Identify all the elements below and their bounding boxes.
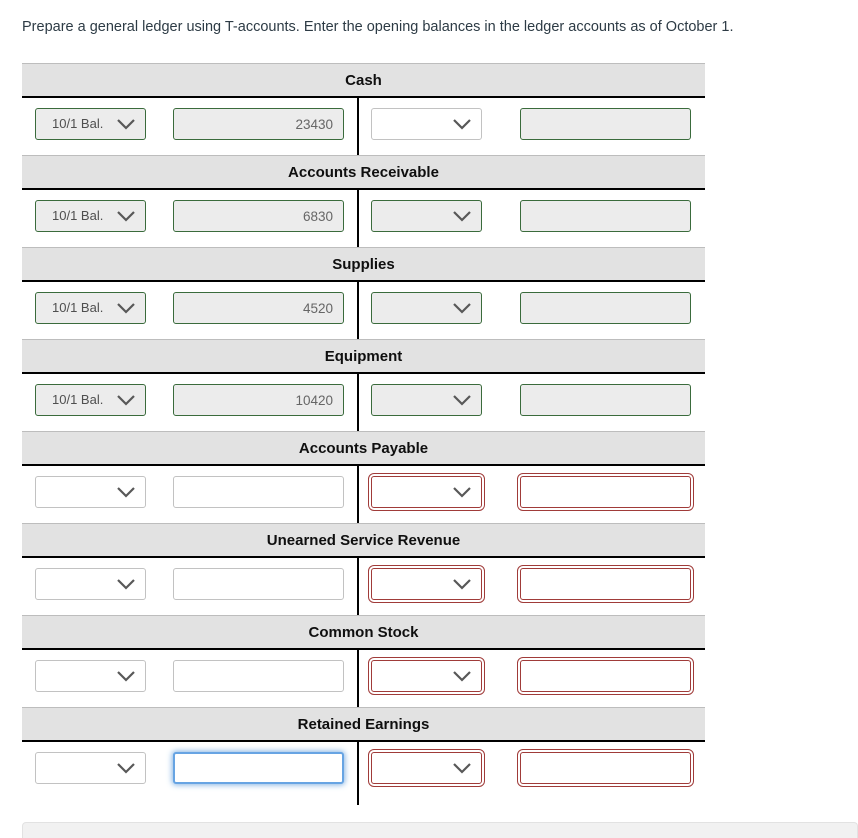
chevron-down-icon: [116, 302, 136, 314]
chevron-down-icon: [116, 394, 136, 406]
dropdown-value: 10/1 Bal.: [52, 116, 104, 131]
chevron-down-icon: [452, 302, 472, 314]
chevron-down-icon: [452, 762, 472, 774]
account-title-retained-earnings: Retained Earnings: [22, 707, 705, 740]
retained-earnings-debit-amount-input[interactable]: [173, 752, 344, 784]
chevron-down-icon: [452, 670, 472, 682]
account-title-accounts-receivable: Accounts Receivable: [22, 155, 705, 188]
t-account-equipment: Equipment 10/1 Bal.: [22, 339, 705, 431]
dropdown-value: 10/1 Bal.: [52, 300, 104, 315]
equipment-credit-amount-input: [520, 384, 691, 416]
dropdown-value: 10/1 Bal.: [52, 392, 104, 407]
unearned-service-revenue-debit-amount-input[interactable]: [173, 568, 344, 600]
chevron-down-icon: [116, 210, 136, 222]
t-account-common-stock: Common Stock: [22, 615, 705, 707]
chevron-down-icon: [116, 118, 136, 130]
t-account-divider: [357, 98, 359, 155]
equipment-debit-date-dropdown: 10/1 Bal.: [35, 384, 146, 416]
account-title-accounts-payable: Accounts Payable: [22, 431, 705, 464]
t-account-unearned-service-revenue: Unearned Service Revenue: [22, 523, 705, 615]
retained-earnings-credit-date-dropdown[interactable]: [368, 749, 485, 787]
accounts-payable-credit-amount-input[interactable]: [517, 473, 694, 511]
unearned-service-revenue-debit-date-dropdown[interactable]: [35, 568, 146, 600]
t-account-divider: [357, 282, 359, 339]
cash-credit-amount-input: [520, 108, 691, 140]
cash-credit-date-dropdown[interactable]: [371, 108, 482, 140]
account-title-unearned-service-revenue: Unearned Service Revenue: [22, 523, 705, 556]
account-title-common-stock: Common Stock: [22, 615, 705, 648]
supplies-debit-amount-input: [173, 292, 344, 324]
t-account-divider: [357, 190, 359, 247]
common-stock-credit-amount-input[interactable]: [517, 657, 694, 695]
chevron-down-icon: [116, 578, 136, 590]
chevron-down-icon: [452, 118, 472, 130]
supplies-debit-date-dropdown: 10/1 Bal.: [35, 292, 146, 324]
t-account-divider: [357, 374, 359, 431]
t-account-divider: [357, 742, 359, 805]
bottom-panel: [22, 822, 858, 838]
t-account-divider: [357, 650, 359, 707]
chevron-down-icon: [452, 210, 472, 222]
chevron-down-icon: [116, 486, 136, 498]
t-account-supplies: Supplies 10/1 Bal.: [22, 247, 705, 339]
general-ledger: Cash 10/1 Bal. Accounts Receivable 10/1 …: [22, 63, 705, 805]
chevron-down-icon: [116, 762, 136, 774]
instruction-text: Prepare a general ledger using T-account…: [22, 19, 734, 35]
t-account-cash: Cash 10/1 Bal.: [22, 63, 705, 155]
chevron-down-icon: [452, 394, 472, 406]
t-account-accounts-receivable: Accounts Receivable 10/1 Bal.: [22, 155, 705, 247]
accounts-receivable-credit-amount-input: [520, 200, 691, 232]
supplies-credit-date-dropdown: [371, 292, 482, 324]
cash-debit-date-dropdown: 10/1 Bal.: [35, 108, 146, 140]
t-account-divider: [357, 466, 359, 523]
common-stock-debit-amount-input[interactable]: [173, 660, 344, 692]
t-account-accounts-payable: Accounts Payable: [22, 431, 705, 523]
dropdown-value: 10/1 Bal.: [52, 208, 104, 223]
account-title-cash: Cash: [22, 63, 705, 96]
equipment-credit-date-dropdown: [371, 384, 482, 416]
accounts-receivable-debit-date-dropdown: 10/1 Bal.: [35, 200, 146, 232]
accounts-payable-credit-date-dropdown[interactable]: [368, 473, 485, 511]
supplies-credit-amount-input: [520, 292, 691, 324]
unearned-service-revenue-credit-date-dropdown[interactable]: [368, 565, 485, 603]
chevron-down-icon: [452, 486, 472, 498]
chevron-down-icon: [452, 578, 472, 590]
accounts-receivable-debit-amount-input: [173, 200, 344, 232]
t-account-divider: [357, 558, 359, 615]
t-account-retained-earnings: Retained Earnings: [22, 707, 705, 805]
cash-debit-amount-input: [173, 108, 344, 140]
retained-earnings-credit-amount-input[interactable]: [517, 749, 694, 787]
equipment-debit-amount-input: [173, 384, 344, 416]
accounts-payable-debit-amount-input[interactable]: [173, 476, 344, 508]
common-stock-debit-date-dropdown[interactable]: [35, 660, 146, 692]
chevron-down-icon: [116, 670, 136, 682]
accounts-payable-debit-date-dropdown[interactable]: [35, 476, 146, 508]
account-title-supplies: Supplies: [22, 247, 705, 280]
account-title-equipment: Equipment: [22, 339, 705, 372]
common-stock-credit-date-dropdown[interactable]: [368, 657, 485, 695]
unearned-service-revenue-credit-amount-input[interactable]: [517, 565, 694, 603]
retained-earnings-debit-date-dropdown[interactable]: [35, 752, 146, 784]
accounts-receivable-credit-date-dropdown: [371, 200, 482, 232]
